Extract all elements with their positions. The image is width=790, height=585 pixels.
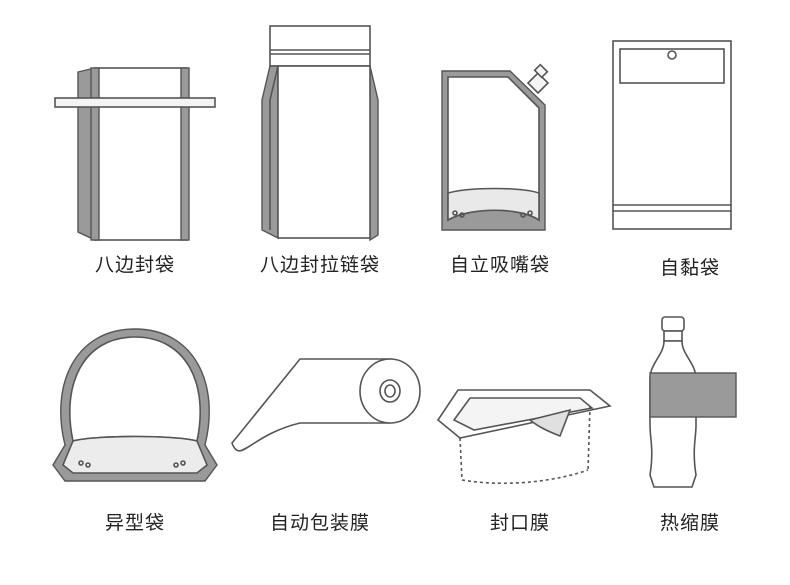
- film-roll-icon: [231, 358, 421, 452]
- item-label: 自动包装膜: [269, 512, 370, 534]
- item-label: 封口膜: [489, 512, 550, 534]
- item-label: 八边封袋: [94, 254, 175, 276]
- product-shrink-film: 热缩膜: [600, 315, 780, 550]
- sealing-film-icon: [436, 389, 612, 485]
- item-label: 自立吸嘴袋: [449, 254, 550, 276]
- self-adhesive-bag-icon: [612, 40, 732, 230]
- product-eight-side-zipper-bag: 八边封拉链袋: [230, 20, 410, 290]
- shaped-bag-icon: [52, 328, 218, 482]
- product-spout-pouch: 自立吸嘴袋: [410, 55, 590, 290]
- item-label: 异型袋: [104, 512, 165, 534]
- product-film-roll: 自动包装膜: [230, 355, 421, 550]
- eight-side-zipper-bag-icon: [261, 25, 379, 242]
- product-sealing-film: 封口膜: [430, 380, 612, 550]
- product-self-adhesive-bag: 自黏袋: [600, 35, 780, 290]
- item-label: 热缩膜: [659, 512, 720, 534]
- spout-pouch-icon: [441, 63, 550, 231]
- eight-side-seal-bag-icon: [54, 67, 216, 242]
- shrink-film-bottle-icon: [649, 316, 737, 488]
- item-label: 八边封拉链袋: [259, 254, 380, 276]
- product-eight-side-seal-bag: 八边封袋: [45, 40, 225, 290]
- item-label: 自黏袋: [659, 257, 720, 279]
- product-shaped-bag: 异型袋: [45, 325, 225, 550]
